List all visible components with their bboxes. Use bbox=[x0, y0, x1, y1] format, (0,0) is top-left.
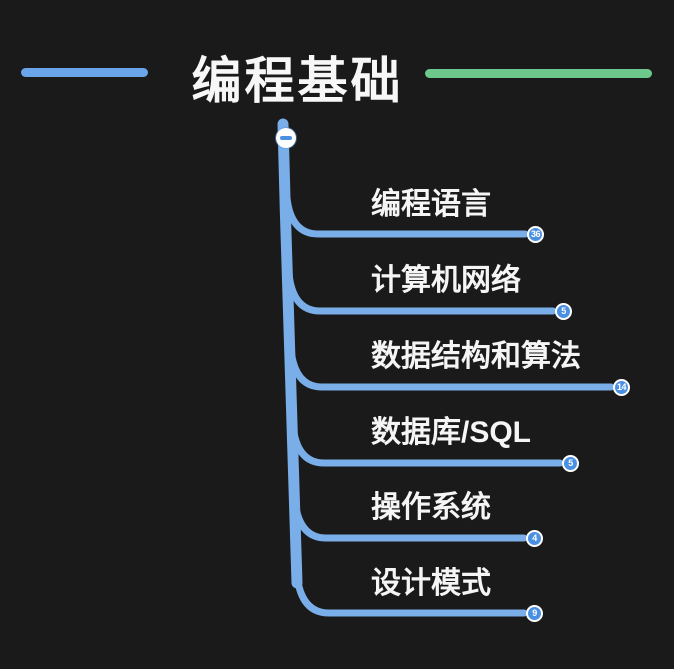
branch-line-6 bbox=[293, 571, 528, 617]
child-count-badge[interactable]: 14 bbox=[613, 379, 630, 396]
child-count-badge[interactable]: 5 bbox=[562, 455, 579, 472]
minus-icon bbox=[280, 136, 292, 140]
branch-node-label[interactable]: 数据库/SQL bbox=[371, 416, 532, 449]
branch-line-2 bbox=[285, 270, 557, 315]
branch-node-label[interactable]: 设计模式 bbox=[371, 567, 491, 600]
branch-line-1 bbox=[283, 194, 529, 238]
child-count-badge[interactable]: 36 bbox=[527, 226, 544, 243]
title-underline-right bbox=[425, 69, 652, 78]
child-count-badge[interactable]: 9 bbox=[526, 605, 543, 622]
branch-node-label[interactable]: 操作系统 bbox=[371, 491, 491, 524]
branch-line-4 bbox=[289, 422, 564, 467]
child-count-badge[interactable]: 5 bbox=[555, 303, 572, 320]
root-collapse-button[interactable] bbox=[276, 128, 296, 148]
branch-line-3 bbox=[287, 346, 615, 391]
branch-node-label[interactable]: 编程语言 bbox=[371, 188, 491, 221]
child-count-badge[interactable]: 4 bbox=[526, 530, 543, 547]
branch-node-label[interactable]: 数据结构和算法 bbox=[371, 340, 581, 373]
branch-line-5 bbox=[291, 497, 528, 542]
title-underline-left bbox=[21, 68, 148, 77]
branch-node-label[interactable]: 计算机网络 bbox=[371, 264, 521, 297]
root-node-title[interactable]: 编程基础 bbox=[191, 53, 404, 109]
